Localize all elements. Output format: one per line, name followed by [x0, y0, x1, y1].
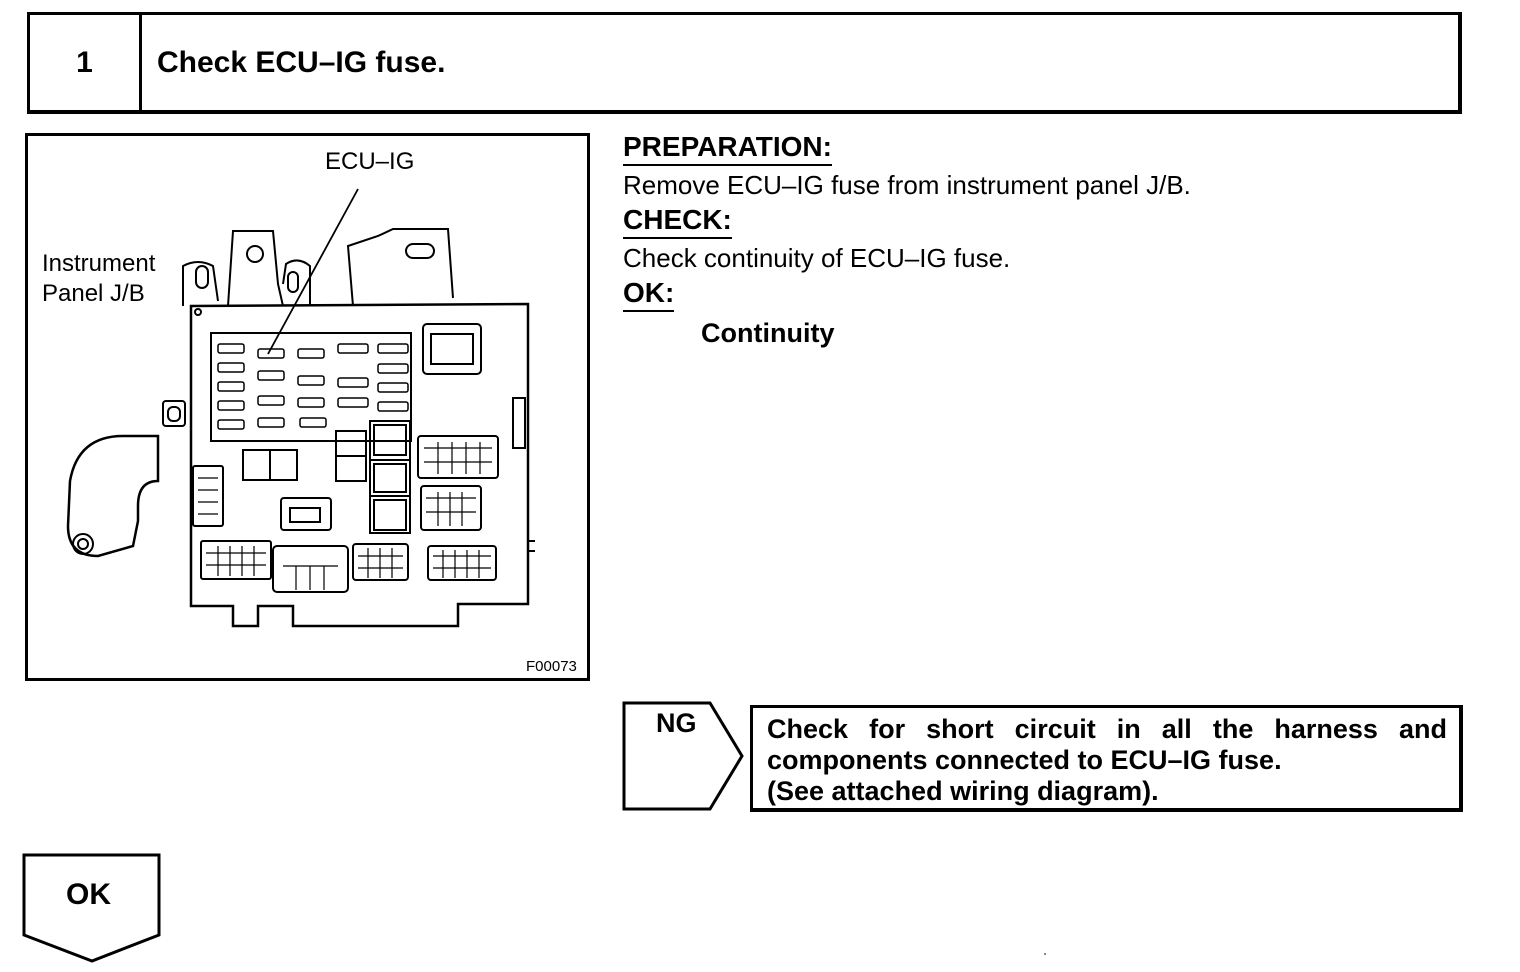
- check-heading: CHECK:: [623, 204, 732, 239]
- ng-action-line3: (See attached wiring diagram).: [767, 776, 1159, 806]
- ng-arrow-tag: [622, 701, 744, 811]
- instrument-label: Instrument: [42, 250, 156, 277]
- step-number: 1: [30, 15, 142, 110]
- ng-tag-label: NG: [656, 708, 697, 738]
- ok-heading: OK:: [623, 277, 675, 312]
- preparation-heading: PREPARATION:: [623, 131, 832, 166]
- step-title: Check ECU–IG fuse.: [157, 46, 446, 79]
- panel-jb-label: Panel J/B: [42, 280, 145, 307]
- ng-action-box: Check for short circuit in all the harne…: [750, 705, 1463, 812]
- preparation-text: Remove ECU–IG fuse from instrument panel…: [623, 170, 1191, 200]
- ng-action-line2: components connected to ECU–IG fuse.: [767, 745, 1282, 775]
- scan-speck: [1044, 953, 1046, 955]
- ok-tag-label: OK: [66, 878, 111, 911]
- junction-block-illustration: ECU–IG Instrument Panel J/B F00073: [25, 133, 590, 681]
- junction-block-drawing: [66, 188, 535, 628]
- figure-code: F00073: [526, 658, 577, 675]
- ng-action-line1: Check for short circuit in all the harne…: [767, 714, 1447, 744]
- ok-arrow-tag: [22, 853, 161, 963]
- instructions-panel: PREPARATION: Remove ECU–IG fuse from ins…: [623, 131, 1473, 349]
- step-header: 1 Check ECU–IG fuse.: [27, 12, 1462, 114]
- ecu-ig-callout-label: ECU–IG: [325, 148, 415, 175]
- check-text: Check continuity of ECU–IG fuse.: [623, 243, 1011, 273]
- ok-result: Continuity: [701, 318, 835, 348]
